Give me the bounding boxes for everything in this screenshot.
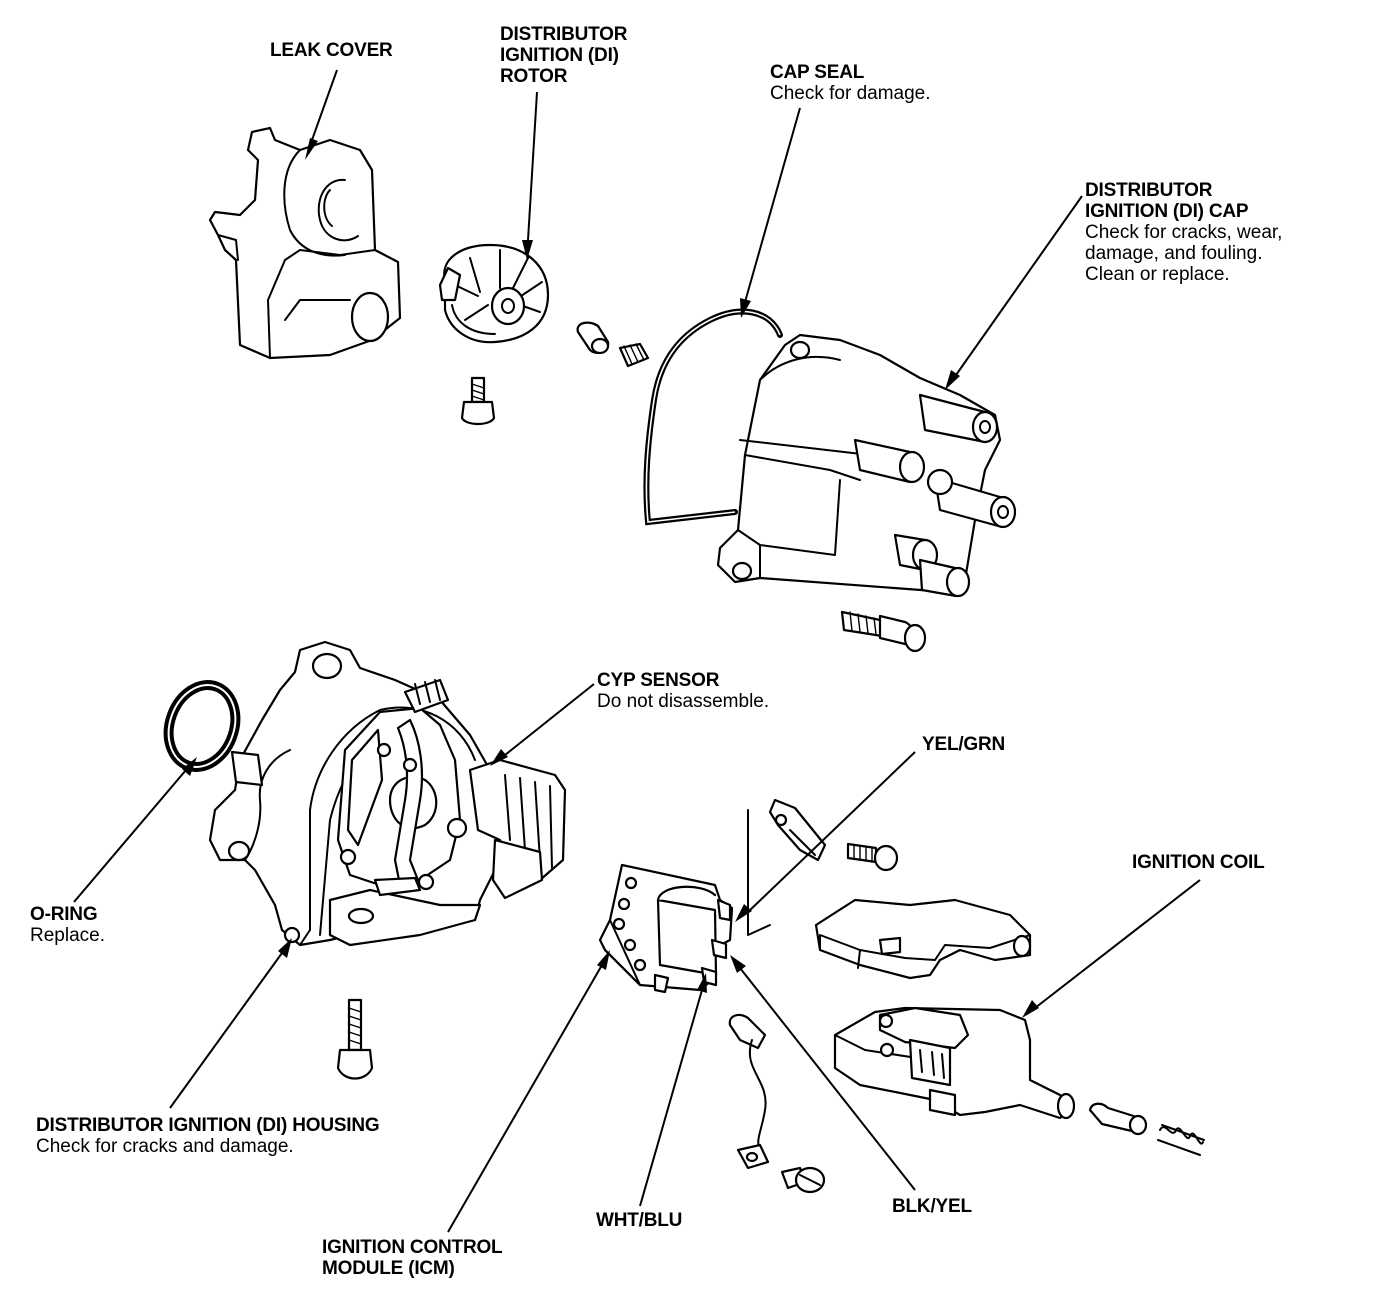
o-ring-title: O-RING: [30, 904, 98, 925]
label-ignition-coil: IGNITION COIL: [1132, 852, 1265, 873]
cap-note-line-2: damage, and fouling.: [1085, 243, 1263, 264]
rotor-title-line-3: ROTOR: [500, 66, 568, 87]
ground-screw: [780, 1166, 826, 1194]
housing-note: Check for cracks and damage.: [36, 1136, 294, 1157]
coil-cover-part: [814, 898, 1032, 980]
coil-bolt: [1088, 1102, 1148, 1136]
label-rotor: DISTRIBUTOR IGNITION (DI) ROTOR: [500, 24, 627, 87]
coil-spring: [1157, 1124, 1205, 1156]
label-o-ring: O-RING Replace.: [30, 904, 105, 946]
bracket-screw: [846, 842, 899, 872]
cyp-sensor-note: Do not disassemble.: [597, 691, 770, 712]
label-yel-grn: YEL/GRN: [922, 734, 1005, 755]
o-ring-note: Replace.: [30, 925, 105, 946]
rotor-screw: [460, 376, 496, 426]
icm-part: [598, 863, 734, 994]
leader-lines: [73, 69, 1201, 1233]
cap-bolt: [840, 610, 927, 653]
blk-yel-title: BLK/YEL: [892, 1196, 972, 1217]
cap-small-screw: [576, 321, 650, 368]
rotor-part: [438, 243, 550, 344]
label-di-housing: DISTRIBUTOR IGNITION (DI) HOUSING Check …: [36, 1115, 380, 1157]
leak-cover-part: [208, 126, 402, 360]
cap-note-line-3: Clean or replace.: [1085, 264, 1230, 285]
wire-harness-part: [728, 1013, 770, 1170]
cap-note-line-1: Check for cracks, wear,: [1085, 222, 1283, 243]
ignition-coil-title: IGNITION COIL: [1132, 852, 1265, 873]
cap-title-line-2: IGNITION (DI) CAP: [1085, 201, 1249, 222]
cap-seal-title: CAP SEAL: [770, 62, 865, 83]
distributor-cap-part: [716, 333, 1017, 598]
label-cyp-sensor: CYP SENSOR Do not disassemble.: [597, 670, 769, 712]
rotor-title-line-2: IGNITION (DI): [500, 45, 619, 66]
cap-seal-note: Check for damage.: [770, 83, 931, 104]
leak-cover-title: LEAK COVER: [270, 40, 393, 61]
rotor-title-line-1: DISTRIBUTOR: [500, 24, 628, 45]
icm-title-line-1: IGNITION CONTROL: [322, 1237, 503, 1258]
icm-title-line-2: MODULE (ICM): [322, 1258, 455, 1279]
cap-title-line-1: DISTRIBUTOR: [1085, 180, 1213, 201]
yel-grn-title: YEL/GRN: [922, 734, 1006, 755]
label-leak-cover: LEAK COVER: [270, 40, 393, 61]
label-di-cap: DISTRIBUTOR IGNITION (DI) CAP Check for …: [1085, 180, 1282, 285]
label-cap-seal: CAP SEAL Check for damage.: [770, 62, 931, 104]
label-icm: IGNITION CONTROL MODULE (ICM): [322, 1237, 503, 1279]
ignition-coil-part: [833, 1006, 1076, 1120]
distributor-housing-part: [208, 640, 567, 947]
housing-title: DISTRIBUTOR IGNITION (DI) HOUSING: [36, 1115, 380, 1136]
housing-bolt: [336, 998, 374, 1080]
cyp-sensor-title: CYP SENSOR: [597, 670, 720, 691]
label-wht-blu: WHT/BLU: [596, 1210, 682, 1231]
wht-blu-title: WHT/BLU: [596, 1210, 683, 1231]
label-blk-yel: BLK/YEL: [892, 1196, 972, 1217]
icm-bracket: [747, 798, 827, 936]
